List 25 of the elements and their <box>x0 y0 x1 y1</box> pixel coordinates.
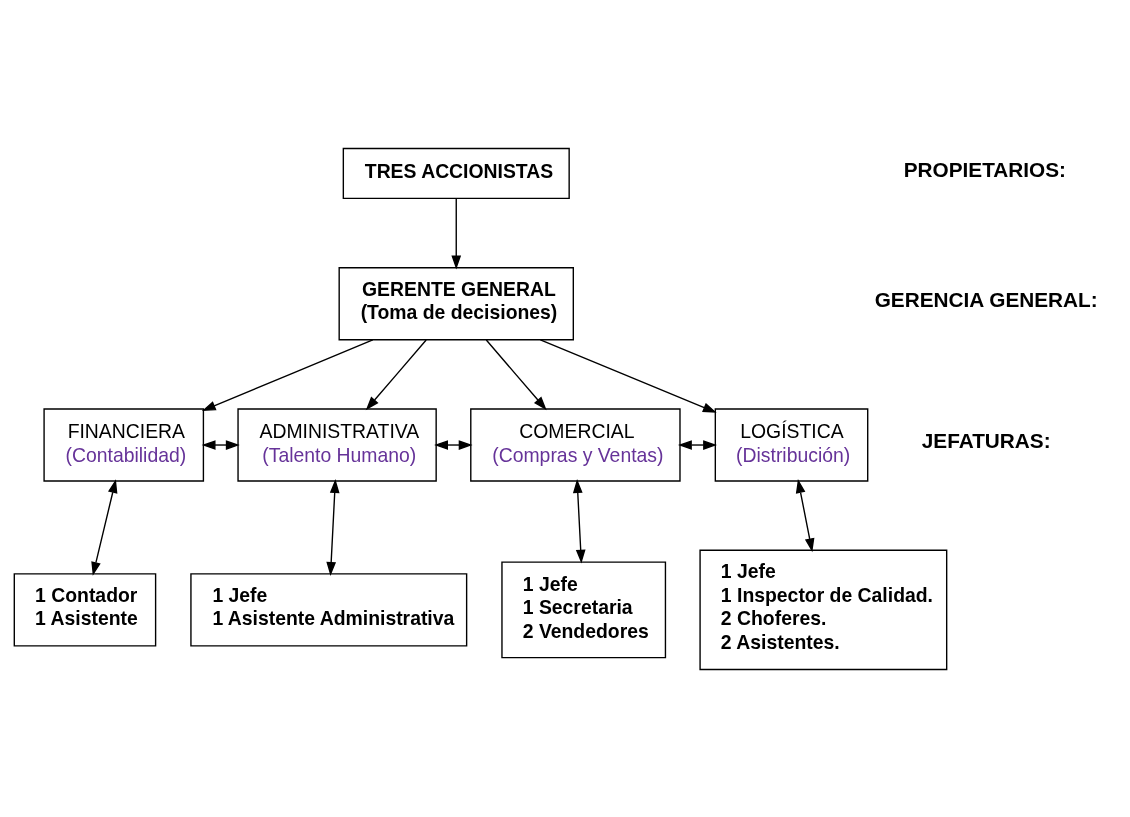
node-box: GERENTE GENERAL (Toma de decisiones) <box>338 266 574 340</box>
arrow <box>434 439 473 450</box>
arrow <box>201 338 374 411</box>
arrow <box>91 478 118 576</box>
node-box: TRES ACCIONISTAS <box>342 147 570 199</box>
label: PROPIETARIOS: <box>903 157 1067 181</box>
arrow <box>677 439 717 450</box>
node-box: FINANCIERA (Contabilidad) <box>43 407 205 482</box>
arrow <box>539 338 717 413</box>
arrow <box>572 478 586 564</box>
label: GERENCIA GENERAL: <box>874 287 1098 311</box>
node-box: COMERCIAL (Compras y Ventas) <box>470 407 681 482</box>
arrow <box>451 197 462 269</box>
node-box: 1 Jefe 1 Inspector de Calidad. 2 Choferes. 2 Asistentes. <box>699 549 948 670</box>
label: JEFATURAS: <box>921 428 1051 452</box>
arrow <box>485 338 547 410</box>
arrow <box>795 478 815 552</box>
node-box: ADMINISTRATIVA (Talento Humano) <box>237 407 437 482</box>
node-box: 1 Jefe 1 Asistente Administrativa <box>190 572 468 647</box>
arrow <box>365 338 427 410</box>
arrow <box>326 478 340 576</box>
node-box: LOGÍSTICA (Distribución) <box>714 407 869 482</box>
node-box: 1 Contador 1 Asistente <box>13 572 157 647</box>
node-box: 1 Jefe 1 Secretaria 2 Vendedores <box>501 560 667 658</box>
arrow <box>201 439 240 450</box>
